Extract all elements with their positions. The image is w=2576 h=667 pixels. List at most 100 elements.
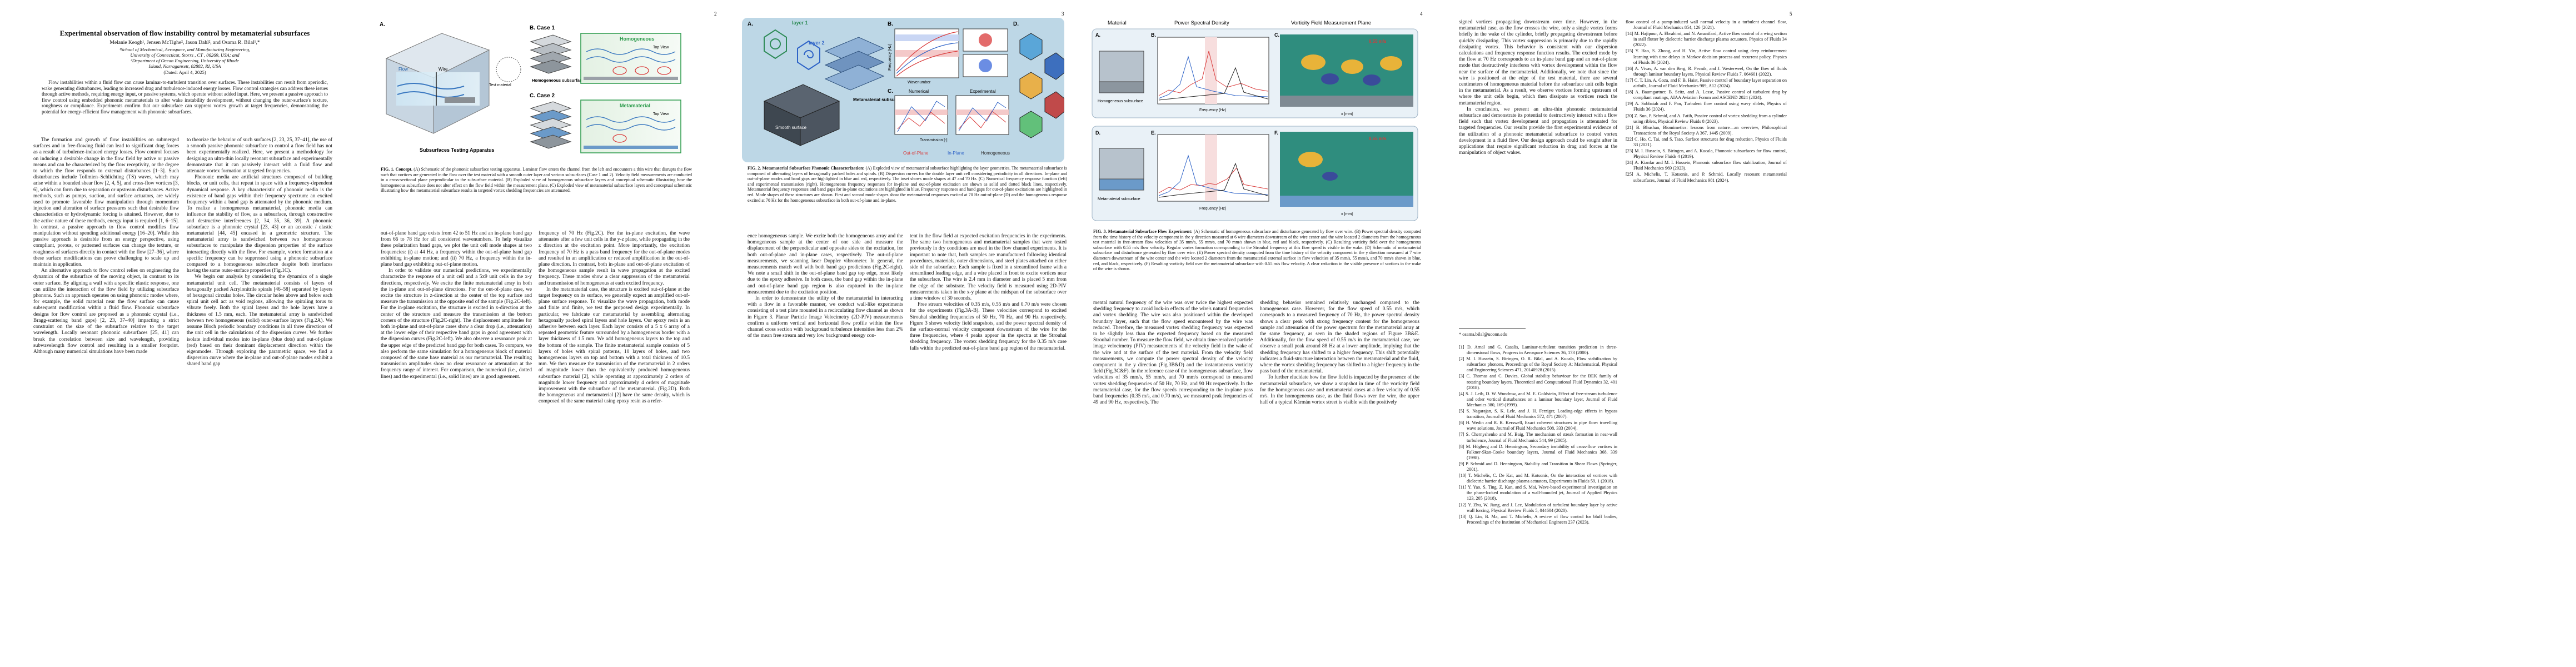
hexagon-layer-2 xyxy=(797,40,820,71)
homogeneous-sample-image xyxy=(1099,51,1144,93)
affiliation-2: ²Department of Ocean Engineering, Univer… xyxy=(131,58,239,63)
panel-label-f: F. xyxy=(1274,130,1278,136)
reference-item: [21] B. Bhushan, Biomimetics: lessons fr… xyxy=(1626,125,1787,136)
speed-label-1: 0.55 m/s xyxy=(1369,39,1387,44)
figure-1-caption: FIG. 1. Concept. (A) Schematic of the ph… xyxy=(381,167,692,193)
reference-item: [1] D. Arnal and G. Casalis, Laminar-tur… xyxy=(1459,345,1617,356)
col-header-material: Material xyxy=(1108,20,1127,26)
affiliation-2b: Island, Narragansett, 02882, RI, USA xyxy=(148,63,221,69)
references-left: [1] D. Arnal and G. Casalis, Laminar-tur… xyxy=(1459,345,1617,661)
panel-label-e: E. xyxy=(1151,130,1156,136)
panel-label-b: B. Case 1 xyxy=(530,25,555,31)
email-footnote: * osama.bilal@uconn.edu xyxy=(1459,332,1508,337)
freq-axis: Frequency (Hz) xyxy=(888,44,892,71)
figure-2-graphic: A. layer 1 layer 2 Metamaterial subsurfa… xyxy=(748,20,1064,156)
reference-item: [14] M. Hajipour, A. Ebrahimi, and N. Am… xyxy=(1626,31,1787,48)
panel-label-c: C. xyxy=(1274,32,1279,38)
author-list: Melanie Keogh¹, Jensen McTighe², Jason D… xyxy=(109,40,260,46)
reference-item: [9] P. Schmid and D. Henningson, Stabili… xyxy=(1459,461,1617,472)
p2-column-right: frequency of 70 Hz (Fig.2C). For the in-… xyxy=(539,231,690,661)
freq-axis-e: Frequency (Hz) xyxy=(1199,207,1226,211)
reference-item: flow control of a pump-induced wall norm… xyxy=(1626,19,1787,31)
page-4: 4 Material Power Spectral Density Vortic… xyxy=(1081,0,1445,667)
page-2: 2 A. Flow Wire Test material Subs xyxy=(370,0,736,667)
reference-item: [10] T. Michelis, C. De Kat, and M. Kots… xyxy=(1459,473,1617,484)
figure-1-graphic: A. Flow Wire Test material Subsurfaces T… xyxy=(380,22,681,153)
page-number: 4 xyxy=(1420,11,1423,17)
p4-column-left: mental natural frequency of the wire was… xyxy=(1093,300,1253,661)
ip-band-gap xyxy=(895,34,959,41)
oop-band-gap xyxy=(895,50,959,57)
transmission-axis: Transmission [-] xyxy=(920,138,948,142)
legend-hom: Homogeneous xyxy=(981,151,1010,156)
freq-axis-b: Frequency (Hz) xyxy=(1199,108,1226,112)
case1-title: Homogeneous xyxy=(620,36,655,42)
layer-2-label: layer 2 xyxy=(809,40,825,46)
p2-column-left: out-of-plane band gap exists from 42 to … xyxy=(381,231,532,661)
testing-apparatus-label: Subsurfaces Testing Apparatus xyxy=(420,147,495,153)
wire-label: Wire xyxy=(439,67,448,72)
reference-item: [23] M. I. Hussein, S. Biringen, and A. … xyxy=(1626,148,1787,160)
paragraph: In the metamaterial case, the structure … xyxy=(539,286,690,405)
case1-top-view: Top View xyxy=(653,46,669,49)
homogeneous-stack xyxy=(530,34,572,74)
x-axis-f: x [mm] xyxy=(1341,212,1353,216)
panel-label-d: D. xyxy=(1013,21,1019,27)
col-header-vorticity: Vorticity Field Measurement Plane xyxy=(1291,20,1371,26)
paragraph: An alternative approach to flow control … xyxy=(33,268,179,355)
vorticity-field-metamaterial xyxy=(1280,132,1413,207)
paragraph: frequency of 70 Hz (Fig.2C). For the in-… xyxy=(539,231,690,286)
channel-schematic xyxy=(385,33,490,134)
caption-title: FIG. 3. Metamaterial Subsurface Flow Exp… xyxy=(1093,229,1193,234)
case2-title: Metamaterial xyxy=(620,103,650,108)
figure-3-graphic: Material Power Spectral Density Vorticit… xyxy=(1092,20,1418,221)
caption-title: FIG. 2. Metamaterial Subsurface Phononic… xyxy=(748,166,865,171)
col-header-psd: Power Spectral Density xyxy=(1174,20,1229,26)
paragraph: In order to validate our numerical predi… xyxy=(381,268,532,380)
p1-column-right: to theorize the behavior of such surface… xyxy=(187,137,332,660)
p3-column-left: ence homogeneous sample. We excite both … xyxy=(748,233,903,661)
paragraph: Phononic media are artificial structures… xyxy=(187,175,332,274)
reference-item: [25] A. Michelis, T. Kotsonis, and P. Sc… xyxy=(1626,172,1787,183)
reference-item: [15] Y. Hao, S. Zhong, and H. Yin, Activ… xyxy=(1626,48,1787,65)
panel-label-c: C. Case 2 xyxy=(530,93,555,99)
paragraph: to theorize the behavior of such surface… xyxy=(187,137,332,175)
homogeneous-subsurface-label: Homogeneous subsurface xyxy=(532,78,584,83)
reference-item: [20] Z. Sun, P. Schmid, and A. Fatih, Pa… xyxy=(1626,113,1787,124)
p4-column-right: shedding behavior remained relatively un… xyxy=(1260,300,1419,661)
reference-item: [12] Y. Zhu, W. Jiang, and J. Lee, Modul… xyxy=(1459,502,1617,513)
case2-top-view: Top View xyxy=(653,112,669,116)
paragraph: signed vortices propagating downstream o… xyxy=(1459,19,1617,106)
reference-item: [4] S. J. Leib, D. W. Wundrow, and M. E.… xyxy=(1459,391,1617,407)
abstract: Flow instabilities within a fluid flow c… xyxy=(42,79,328,115)
reference-item: [3] C. Thomas and C. Davies, Global stab… xyxy=(1459,374,1617,390)
reference-item: [19] A. Subbaiah and F. Pan, Turbulent f… xyxy=(1626,101,1787,112)
experimental-title: Experimental xyxy=(970,89,996,94)
paragraph: tent in the flow field at expected excit… xyxy=(910,233,1067,302)
exploded-layers xyxy=(824,37,885,91)
wavenumber-axis: Wavenumber xyxy=(908,81,931,84)
figure-1: A. Flow Wire Test material Subsurfaces T… xyxy=(375,19,686,164)
mode-shape-hexagons xyxy=(1019,33,1064,138)
reference-item: [22] C. Ho, C. Tai, and S. Tsao, Surface… xyxy=(1626,136,1787,147)
paragraph: In order to demonstrate the utility of t… xyxy=(748,296,903,339)
figure-2-caption: FIG. 2. Metamaterial Subsurface Phononic… xyxy=(748,166,1067,203)
affiliation-1b: University of Connecticut, Storrs , CT ,… xyxy=(130,52,240,58)
paragraph: To further elucidate how the flow field … xyxy=(1260,375,1419,406)
p3-column-right: tent in the flow field at expected excit… xyxy=(910,233,1067,661)
hexagon-layer-1 xyxy=(764,29,787,59)
figure-2: A. layer 1 layer 2 Metamaterial subsurfa… xyxy=(742,18,1064,162)
flow-label: Flow xyxy=(398,67,408,72)
caption-text: (A) Schematic of homogeneous subsurface … xyxy=(1093,229,1422,272)
reference-item: [8] M. Högberg and D. Henningson, Second… xyxy=(1459,444,1617,460)
panel-label-c: C. xyxy=(888,88,893,94)
paragraph: out-of-plane band gap exists from 42 to … xyxy=(381,231,532,268)
page-3: 3 A. layer 1 layer 2 Metamaterial subsur… xyxy=(736,0,1081,667)
reference-item: [18] A. Baumgartner, B. Seitz, and A. Le… xyxy=(1626,89,1787,101)
reference-item: [16] A. Vivas, A. van den Berg, R. Pecni… xyxy=(1626,66,1787,77)
date-line: (Dated: April 4, 2025) xyxy=(163,69,206,75)
reference-item: [24] A. Kianfar and M. I. Hussein, Phono… xyxy=(1626,160,1787,171)
figure-3: Material Power Spectral Density Vorticit… xyxy=(1091,18,1419,226)
panel-label-a: A. xyxy=(748,21,753,27)
caption-text: (A) Exploded view of metamaterial subsur… xyxy=(748,166,1067,203)
